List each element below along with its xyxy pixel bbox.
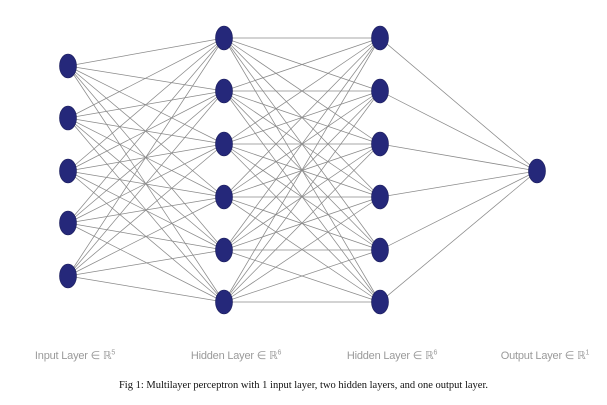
connection-l2-n2-to-l3-n1 bbox=[223, 37, 381, 92]
connection-l3-n2-to-l4-n1 bbox=[379, 90, 538, 172]
input-layer-label: Input Layer ∈ ℝ5 bbox=[35, 349, 115, 362]
connection-l1-n2-to-l2-n1 bbox=[67, 37, 225, 119]
hidden-layer-2-label: Hidden Layer ∈ ℝ6 bbox=[346, 349, 438, 362]
input-layer-name: Input Layer ∈ ℝ bbox=[34, 350, 112, 362]
neuron-layer-1-3 bbox=[59, 158, 77, 184]
connection-l1-n1-to-l2-n3 bbox=[67, 65, 225, 145]
hidden-layer-1-label: Hidden Layer ∈ ℝ6 bbox=[190, 349, 282, 362]
neuron-layer-3-1 bbox=[371, 25, 389, 51]
connection-l3-n1-to-l4-n1 bbox=[379, 37, 538, 172]
connection-l2-n6-to-l3-n1 bbox=[223, 37, 381, 303]
connection-l2-n4-to-l3-n1 bbox=[223, 37, 381, 198]
connection-l1-n5-to-l2-n2 bbox=[67, 90, 225, 277]
neuron-layer-3-3 bbox=[371, 131, 389, 157]
connection-l1-n1-to-l2-n1 bbox=[67, 37, 225, 67]
connection-l1-n4-to-l2-n1 bbox=[67, 37, 225, 224]
connection-l1-n5-to-l2-n3 bbox=[67, 143, 225, 277]
connection-l1-n5-to-l2-n6 bbox=[67, 275, 225, 303]
connection-l2-n6-to-l3-n5 bbox=[223, 249, 381, 303]
hidden-layer-2-name: Hidden Layer ∈ ℝ bbox=[346, 350, 434, 362]
connection-l1-n5-to-l2-n5 bbox=[67, 249, 225, 277]
neuron-layer-1-5 bbox=[59, 263, 77, 289]
connections bbox=[67, 37, 538, 303]
connection-l1-n1-to-l2-n5 bbox=[67, 65, 225, 251]
neuron-layer-2-5 bbox=[215, 237, 233, 263]
hidden-layer-1-dim: 6 bbox=[277, 349, 282, 357]
connection-l2-n6-to-l3-n3 bbox=[223, 143, 381, 303]
connection-l2-n6-to-l3-n2 bbox=[223, 90, 381, 303]
hidden-layer-1-name: Hidden Layer ∈ ℝ bbox=[190, 350, 278, 362]
connection-l2-n3-to-l3-n1 bbox=[223, 37, 381, 145]
connection-l1-n3-to-l2-n5 bbox=[67, 170, 225, 251]
connection-l3-n3-to-l4-n1 bbox=[379, 143, 538, 172]
connection-l3-n4-to-l4-n1 bbox=[379, 170, 538, 198]
neuron-layer-3-2 bbox=[371, 78, 389, 104]
connection-l2-n6-to-l3-n4 bbox=[223, 196, 381, 303]
input-layer-dim: 5 bbox=[111, 349, 116, 357]
output-layer-dim: 1 bbox=[585, 349, 590, 357]
connection-l1-n4-to-l2-n6 bbox=[67, 222, 225, 303]
neuron-layer-2-3 bbox=[215, 131, 233, 157]
neuron-layer-3-5 bbox=[371, 237, 389, 263]
figure-caption: Fig 1: Multilayer perceptron with 1 inpu… bbox=[118, 380, 489, 391]
output-layer-label: Output Layer ∈ ℝ1 bbox=[501, 349, 590, 362]
connection-l3-n5-to-l4-n1 bbox=[379, 170, 538, 251]
neuron-layer-1-1 bbox=[59, 53, 77, 79]
connection-l3-n6-to-l4-n1 bbox=[379, 170, 538, 303]
neuron-layer-2-4 bbox=[215, 184, 233, 210]
connection-l2-n5-to-l3-n1 bbox=[223, 37, 381, 251]
hidden-layer-2-dim: 6 bbox=[433, 349, 438, 357]
output-layer-name: Output Layer ∈ ℝ bbox=[500, 350, 586, 362]
neuron-layer-3-4 bbox=[371, 184, 389, 210]
neuron-layer-1-2 bbox=[59, 105, 77, 131]
neuron-layer-1-4 bbox=[59, 210, 77, 236]
connection-l1-n1-to-l2-n4 bbox=[67, 65, 225, 198]
neurons bbox=[59, 25, 546, 315]
connection-l1-n5-to-l2-n1 bbox=[67, 37, 225, 277]
connection-l1-n3-to-l2-n1 bbox=[67, 37, 225, 172]
connection-l1-n1-to-l2-n2 bbox=[67, 65, 225, 92]
neuron-layer-2-2 bbox=[215, 78, 233, 104]
neuron-layer-2-6 bbox=[215, 289, 233, 315]
neuron-layer-4-1 bbox=[528, 158, 546, 184]
connection-l1-n5-to-l2-n4 bbox=[67, 196, 225, 277]
neuron-layer-2-1 bbox=[215, 25, 233, 51]
neuron-layer-3-6 bbox=[371, 289, 389, 315]
